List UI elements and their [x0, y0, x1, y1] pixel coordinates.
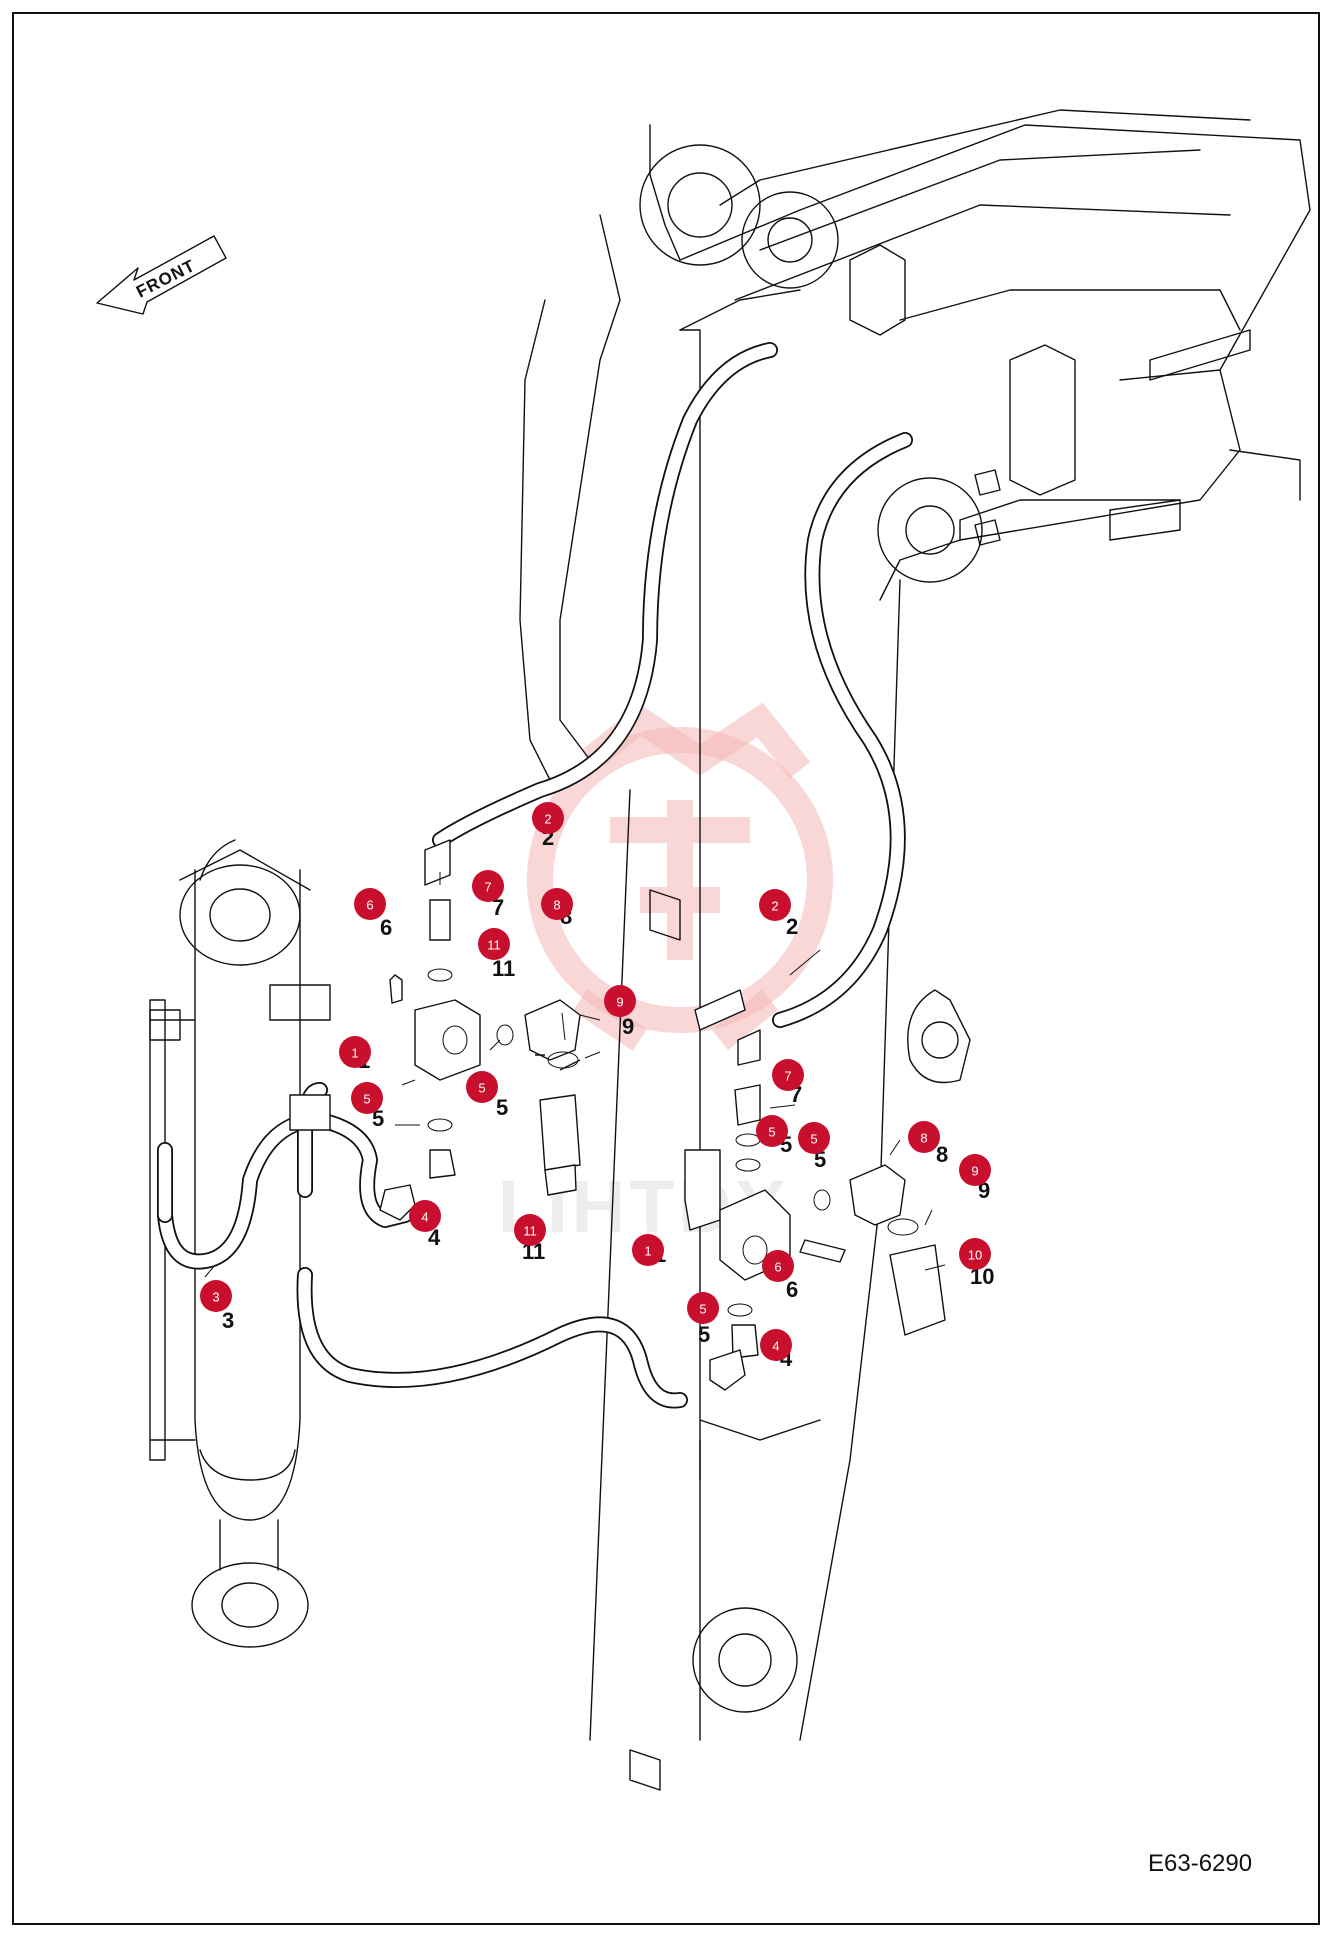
callout-label: 4	[421, 1210, 428, 1225]
callout-marker	[762, 1250, 794, 1282]
callout-label: 5	[478, 1081, 485, 1096]
part-number-n5e: 5	[698, 1322, 710, 1347]
callout-c7b: 7	[772, 1059, 804, 1091]
callout-c4a: 4	[409, 1200, 441, 1232]
drawing-code: E63-6290	[1148, 1850, 1252, 1877]
callout-label: 4	[772, 1339, 779, 1354]
part-number-n8b: 8	[936, 1142, 948, 1167]
callout-c9b: 9	[959, 1154, 991, 1186]
callout-marker	[409, 1200, 441, 1232]
callout-c10: 10	[959, 1238, 991, 1270]
callout-label: 8	[553, 898, 560, 913]
callout-c8b: 8	[908, 1121, 940, 1153]
callout-label: 6	[366, 898, 373, 913]
callout-label: 11	[523, 1224, 537, 1239]
callout-c5e: 5	[687, 1292, 719, 1324]
callout-label: 1	[351, 1046, 358, 1061]
callout-marker	[351, 1082, 383, 1114]
callout-marker	[478, 928, 510, 960]
callout-label: 7	[784, 1069, 791, 1084]
callout-label: 5	[810, 1132, 817, 1147]
callout-marker	[759, 889, 791, 921]
callout-label: 9	[616, 995, 623, 1010]
part-number-n6b: 6	[786, 1277, 798, 1302]
hoses	[157, 342, 913, 1409]
callout-c5c: 5	[756, 1115, 788, 1147]
front-arrow: FRONT	[96, 235, 227, 315]
callout-c4b: 4	[760, 1329, 792, 1361]
part-number-n7a: 7	[492, 895, 504, 920]
callout-marker	[472, 870, 504, 902]
callout-c2b: 2	[759, 889, 791, 921]
callout-marker	[772, 1059, 804, 1091]
callout-marker	[339, 1036, 371, 1068]
callout-c1b: 1	[632, 1234, 664, 1266]
callout-c6b: 6	[762, 1250, 794, 1282]
boom	[599, 109, 1311, 601]
callout-marker	[604, 985, 636, 1017]
part-number-n4a: 4	[428, 1225, 441, 1250]
callout-marker	[541, 888, 573, 920]
part-number-n2b: 2	[786, 914, 798, 939]
part-number-n5b: 5	[496, 1095, 508, 1120]
callout-marker	[908, 1121, 940, 1153]
callout-label: 2	[544, 812, 551, 827]
part-number-n11a: 11	[492, 956, 515, 981]
callout-c5b: 5	[466, 1071, 498, 1103]
callout-c6a: 6	[354, 888, 386, 920]
callout-c1a: 1	[339, 1036, 371, 1068]
callout-marker	[959, 1154, 991, 1186]
parts-left	[379, 839, 581, 1221]
callout-label: 1	[644, 1244, 651, 1259]
callout-label: 5	[768, 1125, 775, 1140]
callout-marker	[756, 1115, 788, 1147]
callout-marker	[687, 1292, 719, 1324]
callout-c5d: 5	[798, 1122, 830, 1154]
cylinder	[149, 839, 331, 1648]
callout-c8a: 8	[541, 888, 573, 920]
callout-label: 5	[699, 1302, 706, 1317]
callout-c11b: 11	[514, 1214, 546, 1246]
callout-label: 5	[363, 1092, 370, 1107]
callout-label: 9	[971, 1164, 978, 1179]
callout-marker	[514, 1214, 546, 1246]
callout-label: 7	[484, 880, 491, 895]
callout-c3: 3	[200, 1280, 232, 1312]
arm	[519, 289, 971, 1791]
callout-marker	[200, 1280, 232, 1312]
callout-marker	[466, 1071, 498, 1103]
callout-c11a: 11	[478, 928, 510, 960]
callout-label: 11	[487, 938, 501, 953]
callout-marker	[532, 802, 564, 834]
page-frame	[12, 12, 1320, 1925]
callout-c9a: 9	[604, 985, 636, 1017]
callout-marker	[959, 1238, 991, 1270]
callout-c7a: 7	[472, 870, 504, 902]
callout-label: 10	[968, 1248, 982, 1263]
callout-marker	[632, 1234, 664, 1266]
part-number-n6a: 6	[380, 915, 392, 940]
callout-marker	[760, 1329, 792, 1361]
part-number-n9a: 9	[622, 1014, 634, 1039]
callout-marker	[798, 1122, 830, 1154]
callout-label: 6	[774, 1260, 781, 1275]
part-number-n5a: 5	[372, 1106, 384, 1131]
callout-label: 8	[920, 1131, 927, 1146]
callout-label: 2	[771, 899, 778, 914]
callout-marker	[354, 888, 386, 920]
part-number-n3: 3	[222, 1308, 234, 1333]
callout-c5a: 5	[351, 1082, 383, 1114]
callout-c2a: 2	[532, 802, 564, 834]
callout-label: 3	[212, 1290, 219, 1305]
